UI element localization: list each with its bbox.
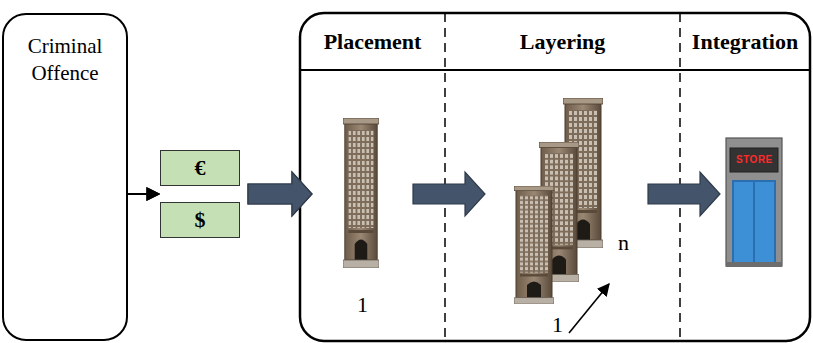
store-sign: STORE xyxy=(736,155,773,165)
block-arrow xyxy=(413,172,485,216)
column-header: Layering xyxy=(445,13,680,70)
process-panel xyxy=(300,13,810,341)
bank-building xyxy=(343,118,379,268)
stage-column: Integration xyxy=(680,13,810,341)
callout-number: 1 xyxy=(357,294,368,316)
column-header: Placement xyxy=(300,13,445,70)
column-header: Integration xyxy=(680,13,810,70)
currency-symbol: $ xyxy=(195,207,206,233)
callout-letter: n xyxy=(618,232,629,254)
currency-box: $ xyxy=(160,202,240,238)
box-label: Criminal Offence xyxy=(23,33,107,88)
count-arrow xyxy=(569,284,609,333)
stage-title: Integration xyxy=(692,29,798,55)
stage-column: Layering xyxy=(445,13,680,341)
block-arrow xyxy=(648,172,720,216)
dashed-divider xyxy=(679,13,681,341)
block-arrow xyxy=(248,172,312,216)
stage-title: Placement xyxy=(324,29,422,55)
flow-arrow xyxy=(128,193,159,195)
bank-building xyxy=(514,186,554,304)
currency-box: € xyxy=(160,150,240,186)
block-arrow xyxy=(248,172,312,216)
callout-number: 1 xyxy=(552,314,563,336)
currency-symbol: € xyxy=(195,155,206,181)
header-rule xyxy=(300,69,810,71)
flow-arrow xyxy=(128,193,159,195)
offence-box: Criminal Offence xyxy=(2,13,128,341)
stage-column: Placement xyxy=(300,13,445,341)
store-icon xyxy=(726,138,782,267)
stage-title: Layering xyxy=(520,29,606,55)
dashed-divider xyxy=(444,13,446,341)
